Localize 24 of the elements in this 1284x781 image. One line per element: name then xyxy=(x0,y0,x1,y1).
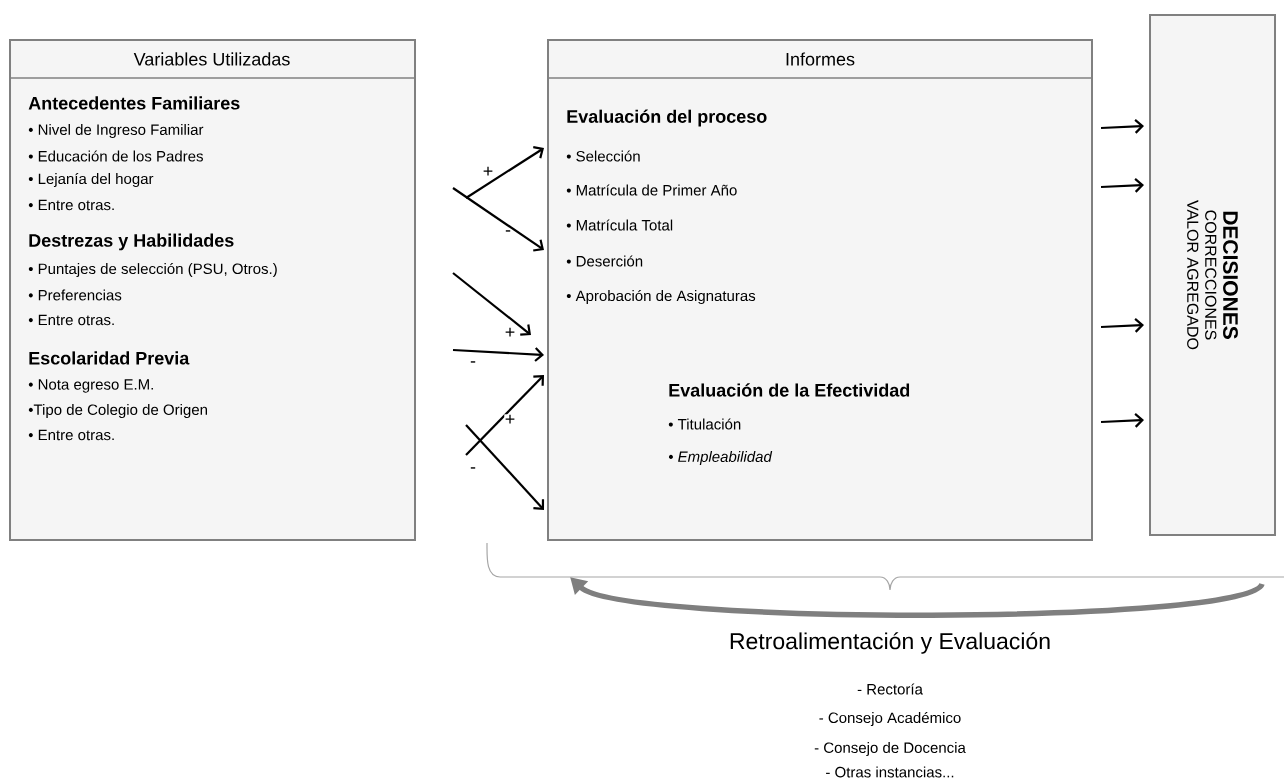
arrow xyxy=(465,375,544,456)
panel: Variables Utilizadas Antecedentes Familiares • Nivel de Ingreso Familiar • Educación de los Padres • Lejanía del hogar • Entre otras. Destrezas y Habilidades • Puntajes de selección (PSU, Otros.) • Preferencias • Entre otras. Escolaridad Previa • Nota egreso E.M. •Tipo de Colegio de Origen • Entre otras. xyxy=(9,39,416,541)
arrow xyxy=(452,272,531,336)
arrow xyxy=(465,146,544,199)
edge-label: - xyxy=(469,466,477,474)
panel: Informes Evaluación del proceso • Selección • Matrícula de Primer Año • Matrícula Total • Deserción • Aprobación de Asignaturas Evaluación de la Efectividad • Titulación • Empleabilidad xyxy=(547,39,1093,541)
edge-label: + xyxy=(504,414,516,426)
arrow xyxy=(1100,119,1144,134)
decision-box: DECISIONES CORRECCIONES VALOR AGREGADO xyxy=(1149,14,1276,536)
caption: Retroalimentación y Evaluación xyxy=(730,632,1050,654)
list-item: - Consejo Académico xyxy=(819,711,961,727)
edge-label: + xyxy=(482,166,494,178)
arrow xyxy=(465,424,545,510)
arrow xyxy=(1100,413,1144,428)
list-item: - Consejo de Docencia xyxy=(814,742,966,756)
list-item: - Rectoría xyxy=(857,683,923,695)
arrow xyxy=(452,347,544,362)
arrow xyxy=(1100,318,1144,333)
edge-label: - xyxy=(504,229,512,237)
list-item: - Otras instancias... xyxy=(826,766,954,778)
edge-label: + xyxy=(504,327,516,339)
arrow xyxy=(452,187,544,252)
edge-label: - xyxy=(469,360,477,368)
arrow xyxy=(1100,178,1144,193)
